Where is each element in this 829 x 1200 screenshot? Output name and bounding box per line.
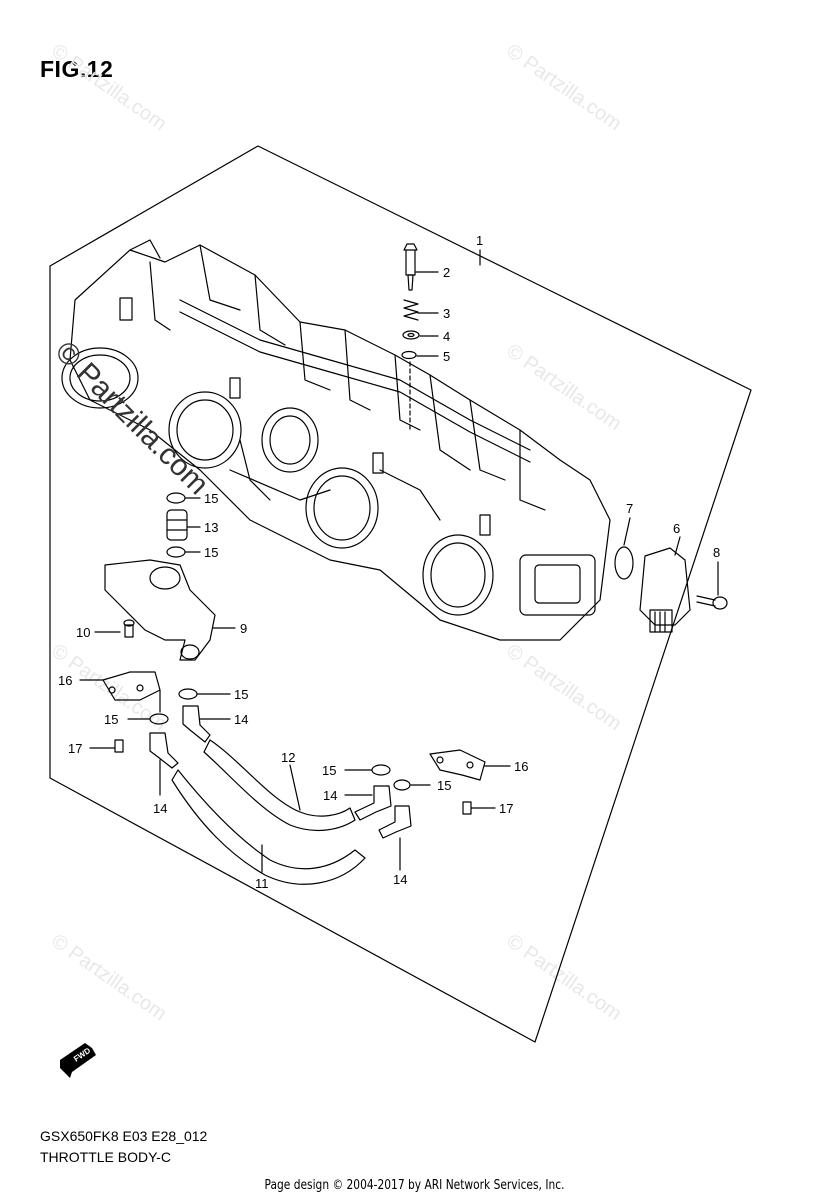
hose-fitting — [182, 705, 211, 743]
callout-3: 3 — [443, 306, 450, 321]
callout-7: 7 — [626, 501, 633, 516]
o-ring — [149, 713, 169, 725]
callout-17: 17 — [68, 741, 82, 756]
hose-fitting — [149, 732, 179, 769]
bolt-17 — [462, 801, 472, 815]
callout-1: 1 — [476, 233, 483, 248]
throttle-bore — [261, 407, 319, 473]
bolt-17 — [114, 739, 124, 753]
throttle-bore — [422, 534, 494, 616]
bracket — [102, 671, 161, 701]
o-ring — [166, 546, 186, 558]
callout-8: 8 — [713, 545, 720, 560]
callout-17: 17 — [499, 801, 513, 816]
throttle-position-sensor — [639, 547, 691, 626]
callout-14: 14 — [234, 712, 248, 727]
hose-11 — [171, 769, 366, 885]
page-footer: Page design © 2004-2017 by ARI Network S… — [264, 1178, 565, 1193]
fwd-arrow: FWD — [60, 1043, 96, 1078]
callout-5: 5 — [443, 349, 450, 364]
o-ring — [166, 492, 186, 504]
o-ring — [371, 764, 391, 776]
o-ring — [393, 779, 411, 791]
assembly-boundary — [49, 145, 752, 1043]
callout-9: 9 — [240, 621, 247, 636]
callout-14: 14 — [393, 872, 407, 887]
callout-15: 15 — [204, 491, 218, 506]
throttle-bore — [61, 347, 139, 409]
callout-16: 16 — [514, 759, 528, 774]
figure-title: FIG.12 — [40, 56, 114, 82]
hose-fitting — [378, 805, 412, 839]
callout-15: 15 — [104, 712, 118, 727]
section-name: THROTTLE BODY-C — [40, 1149, 171, 1165]
o-ring — [401, 350, 417, 360]
callout-15: 15 — [204, 545, 218, 560]
model-code: GSX650FK8 E03 E28_012 — [40, 1128, 208, 1144]
o-ring — [178, 688, 198, 700]
callout-15: 15 — [234, 687, 248, 702]
hose-12 — [203, 739, 356, 831]
callout-15: 15 — [437, 778, 451, 793]
washer — [402, 330, 420, 340]
air-valve — [104, 559, 216, 661]
callout-12: 12 — [281, 750, 295, 765]
callout-4: 4 — [443, 329, 450, 344]
callout-14: 14 — [323, 788, 337, 803]
sensor-housing — [519, 554, 596, 616]
hose-fitting — [354, 785, 392, 821]
sensor-o-ring — [614, 546, 634, 580]
callout-16: 16 — [58, 673, 72, 688]
callout-2: 2 — [443, 265, 450, 280]
callout-13: 13 — [204, 520, 218, 535]
throttle-bore — [305, 467, 379, 549]
sensor-screw — [696, 595, 716, 607]
callout-6: 6 — [673, 521, 680, 536]
joint-13 — [166, 509, 188, 541]
callout-11: 11 — [255, 876, 269, 891]
callout-10: 10 — [76, 625, 90, 640]
throttle-bore — [168, 391, 242, 469]
callout-15: 15 — [322, 763, 336, 778]
bracket — [429, 749, 486, 781]
throttle-body-housing — [69, 244, 611, 641]
callout-14: 14 — [153, 801, 167, 816]
spring — [403, 299, 419, 321]
bolt-10 — [124, 624, 134, 638]
adjust-screw — [403, 243, 418, 276]
